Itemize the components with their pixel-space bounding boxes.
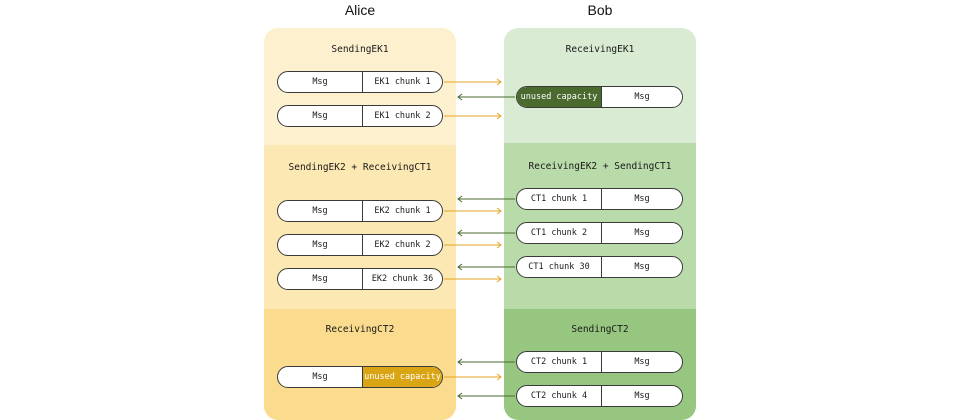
msg-segment: Msg: [634, 391, 650, 401]
unused-capacity-segment: unused capacity: [517, 87, 602, 107]
msg-segment: Msg: [278, 367, 363, 387]
alice-band-receiving-ct2: ReceivingCT2: [264, 309, 456, 420]
msg-segment: Msg: [634, 262, 650, 272]
alice-message-ek2-chunk-1: Msg EK2 chunk 1: [277, 200, 443, 222]
arrowhead-left-icon: [457, 195, 463, 203]
alice-column-title: Alice: [344, 2, 376, 18]
alice-message-ek2-chunk-2: Msg EK2 chunk 2: [277, 234, 443, 256]
chunk-segment: CT2 chunk 4: [517, 386, 602, 406]
chunk-segment: CT1 chunk 2: [517, 223, 602, 243]
bob-message-ct2-chunk-4: CT2 chunk 4 Msg: [516, 385, 683, 407]
arrowhead-right-icon: [496, 373, 502, 381]
arrowhead-left-icon: [457, 392, 463, 400]
bob-message-ct1-chunk-30: CT1 chunk 30 Msg: [516, 256, 683, 278]
bob-column-title: Bob: [587, 2, 613, 18]
bob-message-ct1-chunk-2: CT1 chunk 2 Msg: [516, 222, 683, 244]
chunk-segment: EK2 chunk 2: [374, 240, 431, 250]
band-title: SendingEK1: [331, 44, 389, 55]
bob-message-ct1-chunk-1: CT1 chunk 1 Msg: [516, 188, 683, 210]
bob-to-alice-arrows: [457, 93, 515, 400]
msg-segment: Msg: [634, 92, 650, 102]
arrowhead-left-icon: [457, 93, 463, 101]
bob-message-unused-capacity: unused capacity Msg: [516, 86, 683, 108]
arrowhead-right-icon: [496, 112, 502, 120]
band-title: SendingCT2: [571, 324, 629, 335]
msg-segment: Msg: [278, 235, 363, 255]
msg-segment: Msg: [278, 269, 363, 289]
chunk-segment: EK2 chunk 1: [374, 206, 431, 216]
band-title: ReceivingCT2: [325, 324, 395, 335]
alice-message-ek2-chunk-36: Msg EK2 chunk 36: [277, 268, 443, 290]
arrowhead-right-icon: [496, 207, 502, 215]
arrowhead-right-icon: [496, 241, 502, 249]
chunk-segment: CT1 chunk 30: [517, 257, 602, 277]
chunk-segment: EK1 chunk 2: [374, 111, 431, 121]
bob-message-ct2-chunk-1: CT2 chunk 1 Msg: [516, 351, 683, 373]
unused-capacity-segment: unused capacity: [363, 367, 442, 387]
alice-to-bob-arrows: [444, 78, 502, 381]
band-title: ReceivingEK2 + SendingCT1: [528, 161, 672, 172]
arrowhead-left-icon: [457, 358, 463, 366]
msg-segment: Msg: [278, 201, 363, 221]
arrowhead-left-icon: [457, 263, 463, 271]
chunk-segment: EK2 chunk 36: [371, 274, 434, 284]
alice-message-unused-capacity: Msg unused capacity: [277, 366, 443, 388]
arrowhead-right-icon: [496, 275, 502, 283]
chunk-segment: EK1 chunk 1: [374, 77, 431, 87]
chunk-segment: CT1 chunk 1: [517, 189, 602, 209]
band-title: SendingEK2 + ReceivingCT1: [288, 162, 432, 173]
band-title: ReceivingEK1: [565, 44, 635, 55]
alice-message-ek1-chunk-1: Msg EK1 chunk 1: [277, 71, 443, 93]
arrowhead-right-icon: [496, 78, 502, 86]
msg-segment: Msg: [634, 228, 650, 238]
bob-band-receiving-ek1: ReceivingEK1: [504, 28, 696, 143]
alice-message-ek1-chunk-2: Msg EK1 chunk 2: [277, 105, 443, 127]
chunk-segment: CT2 chunk 1: [517, 352, 602, 372]
msg-segment: Msg: [634, 357, 650, 367]
msg-segment: Msg: [278, 72, 363, 92]
msg-segment: Msg: [634, 194, 650, 204]
arrowhead-left-icon: [457, 229, 463, 237]
msg-segment: Msg: [278, 106, 363, 126]
